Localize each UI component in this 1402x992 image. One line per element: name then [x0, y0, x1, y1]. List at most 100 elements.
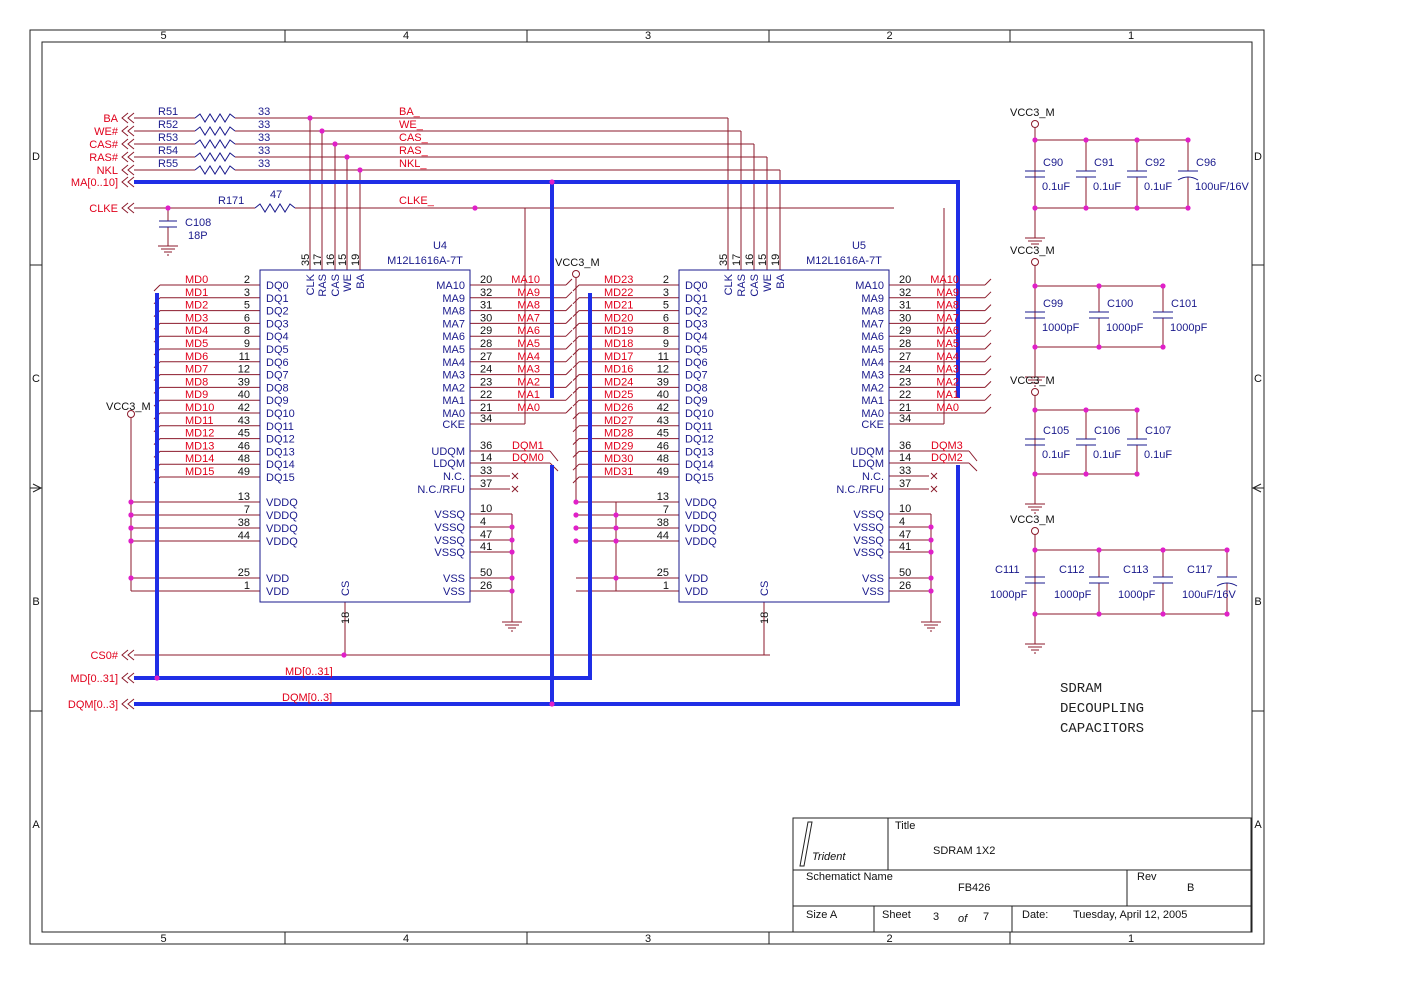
junction-dot	[1185, 137, 1191, 143]
bus-entry	[565, 355, 573, 363]
md-net-label: MD19	[604, 325, 633, 337]
top-pin-name: WE	[342, 274, 354, 292]
ma-net-label: MA6	[936, 325, 959, 337]
md-net-label: MD31	[604, 466, 633, 478]
junction-dot	[1083, 407, 1089, 413]
port-label: CLKE	[89, 203, 118, 215]
junction-dot	[1185, 205, 1191, 211]
vddq-pin-name: VDDQ	[266, 497, 298, 509]
vddq-pin-name: VDDQ	[685, 523, 717, 535]
junction-dot	[1134, 137, 1140, 143]
junction-dot	[1160, 547, 1166, 553]
pin-number: 31	[899, 300, 911, 312]
cap-value: 0.1uF	[1144, 181, 1172, 193]
pin-number: 20	[480, 274, 492, 286]
ma-pin-name: MA6	[442, 331, 465, 343]
pin-number: 30	[480, 312, 492, 324]
dq-pin-name: DQ15	[266, 472, 295, 484]
port-arrow	[121, 202, 129, 214]
schematic-label: Schematict Name	[806, 871, 893, 883]
md-net-label: MD1	[185, 287, 208, 299]
bus-label: MD[0..31]	[285, 666, 333, 678]
port-arrow	[121, 125, 129, 137]
vdd-pin-name: VDD	[266, 573, 289, 585]
bus-entry	[968, 450, 978, 462]
pin-number: 6	[244, 312, 250, 324]
port-arrow	[127, 164, 135, 176]
row-label-right: C	[1254, 373, 1262, 385]
md-net-label: MD10	[185, 402, 214, 414]
cap-ref: C91	[1094, 157, 1114, 169]
ma-net-label: MA7	[936, 312, 959, 324]
junction-dot	[928, 524, 934, 530]
row-label-right: A	[1254, 819, 1262, 831]
pin-number: 18	[759, 612, 771, 624]
ma-net-label: MA9	[517, 287, 540, 299]
pin-number: 28	[899, 338, 911, 350]
port-label: MA[0..10]	[71, 177, 118, 189]
ma-net-label: MA10	[930, 274, 959, 286]
md-bus-u5	[157, 293, 592, 680]
cap-value: 100uF/16V	[1182, 589, 1236, 601]
ma-pin-name: MA9	[861, 293, 884, 305]
buses: MD[0..31]DQM[0..3]	[134, 180, 960, 706]
md-net-label: MD27	[604, 415, 633, 427]
pin-number: 3	[663, 287, 669, 299]
ma-pin-name: MA4	[861, 357, 884, 369]
bus-entry	[984, 317, 992, 324]
junction-dot	[1083, 205, 1089, 211]
resistor-ref: R55	[158, 158, 178, 170]
cap-value: 1000pF	[1054, 589, 1092, 601]
dq-pin-name: DQ12	[266, 434, 295, 446]
bus-entry	[984, 381, 992, 388]
pin-number: 6	[663, 312, 669, 324]
port-arrow	[127, 151, 135, 163]
ma-net-label: MA4	[936, 351, 959, 363]
no-connect-x	[511, 485, 519, 493]
top-pin-name: WE	[762, 274, 774, 292]
pin-number: 2	[663, 274, 669, 286]
vdd-pin-name: VDD	[266, 586, 289, 598]
cap-value: 0.1uF	[1093, 449, 1121, 461]
pin-number: 4	[899, 516, 905, 528]
pin-number: 29	[899, 325, 911, 337]
ma-net-label: MA1	[936, 389, 959, 401]
dq-pin-name: DQ11	[685, 421, 713, 433]
ma-net-label: MA5	[936, 338, 959, 350]
logo-mark	[799, 821, 813, 867]
md-net-label: MD18	[604, 338, 633, 350]
resistor-ref: R53	[158, 132, 178, 144]
nc-pin-name: N.C.	[862, 471, 884, 483]
ma-pin-name: MA8	[442, 306, 465, 318]
junction-dot	[573, 499, 579, 505]
port-arrow	[127, 202, 135, 214]
md-net-label: MD8	[185, 376, 208, 388]
pin-number: 32	[480, 287, 492, 299]
net-label: CAS_	[399, 132, 429, 144]
resistor-R53	[194, 139, 236, 149]
pin-number: 22	[899, 389, 911, 401]
pin-number: 26	[899, 580, 911, 592]
port-arrow	[127, 138, 135, 150]
row-label-left: C	[32, 373, 40, 385]
pin-number: 17	[731, 254, 743, 266]
md-net-label: MD13	[185, 440, 214, 452]
cap-value: 0.1uF	[1144, 449, 1172, 461]
ma-net-label: MA6	[517, 325, 540, 337]
row-label-right: D	[1254, 151, 1262, 163]
pin-number: 25	[238, 567, 250, 579]
cap-value: 1000pF	[990, 589, 1028, 601]
dq-pin-name: DQ14	[266, 459, 295, 471]
bus-entry	[984, 368, 992, 375]
pin-number: 40	[657, 389, 669, 401]
vdd-pin-name: VDD	[685, 573, 708, 585]
vssq-pin-name: VSSQ	[434, 509, 465, 521]
md-net-label: MD11	[185, 415, 214, 427]
md-net-label: MD3	[185, 312, 208, 324]
pin-number: 43	[657, 415, 669, 427]
dq-pin-name: DQ7	[685, 370, 708, 382]
dq-pin-name: DQ10	[685, 408, 714, 420]
pin-number: 18	[340, 612, 352, 624]
pin-number: 37	[480, 478, 492, 490]
